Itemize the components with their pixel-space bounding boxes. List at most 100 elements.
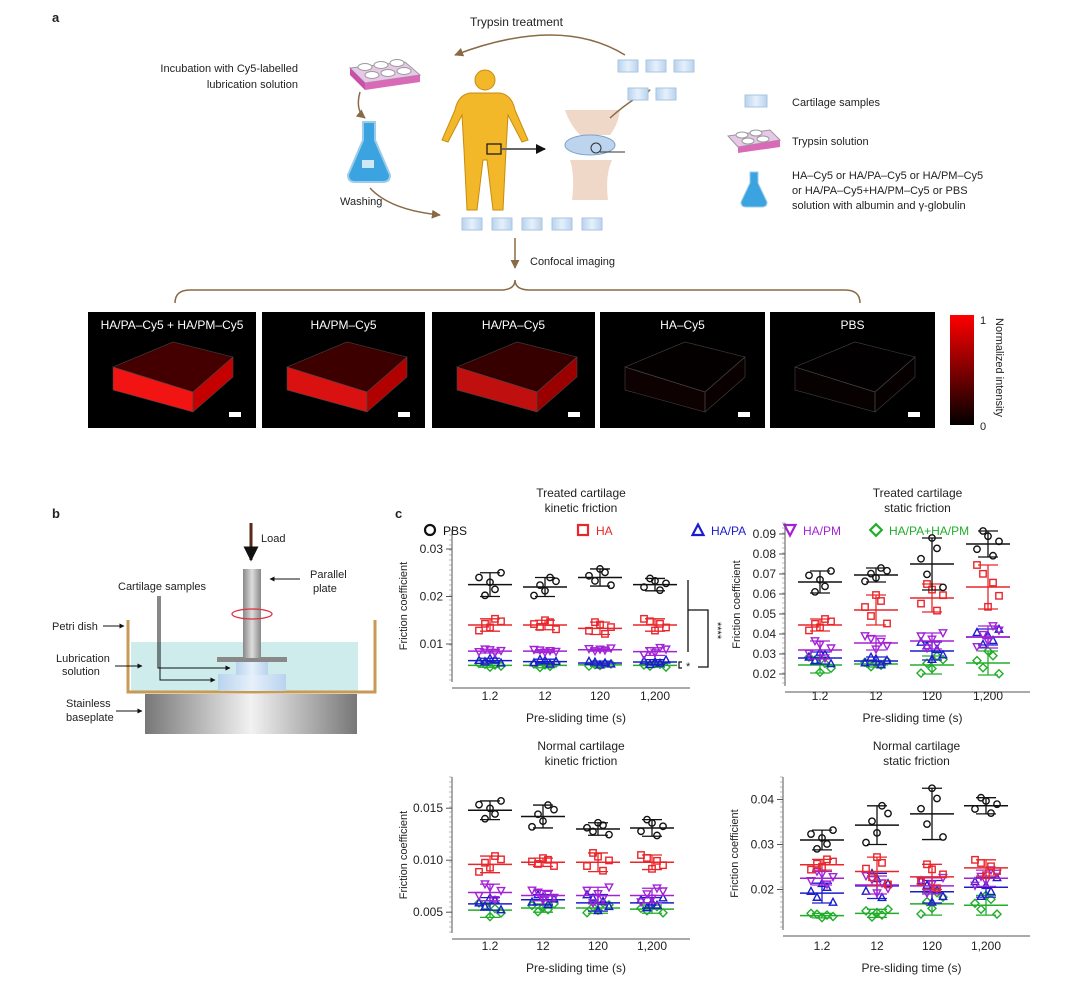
x-tick-label: 1,200 — [637, 939, 667, 953]
x-tick-label: 1,200 — [640, 689, 670, 703]
data-point-triangle-down — [549, 893, 559, 903]
data-point-circle — [607, 581, 615, 590]
parallel-plate-label-line2: plate — [313, 583, 337, 595]
x-axis-label: Pre-sliding time (s) — [526, 711, 626, 725]
incubation-label-line2: lubrication solution — [207, 79, 298, 91]
confocal-image-title: HA/PA–Cy5 + HA/PM–Cy5 — [101, 318, 244, 332]
x-tick-label: 120 — [588, 939, 608, 953]
data-point-triangle-up — [822, 881, 832, 892]
data-point-circle — [552, 577, 560, 586]
trypsin-treatment-label: Trypsin treatment — [470, 15, 564, 29]
legend-item: HA — [576, 523, 613, 538]
data-point-square — [883, 619, 891, 628]
data-point-diamond — [988, 650, 998, 661]
knee-joint-icon — [564, 110, 625, 200]
y-tick-label: 0.03 — [751, 838, 775, 852]
confocal-imaging-label: Confocal imaging — [530, 256, 615, 268]
parallel-plate — [217, 657, 287, 662]
data-point-square — [475, 867, 483, 876]
data-point-square — [917, 878, 925, 886]
legend-label: HA — [596, 524, 613, 538]
data-point-circle — [653, 831, 661, 840]
y-tick-label: 0.010 — [413, 853, 443, 867]
data-point-triangle-up — [882, 655, 892, 665]
x-tick-label: 12 — [536, 939, 550, 953]
data-point-circle — [536, 581, 544, 589]
x-tick-label: 1,200 — [971, 939, 1001, 953]
y-tick-label: 0.04 — [753, 627, 777, 641]
legend-label: HA/PA — [711, 524, 746, 538]
chart-title-line2: kinetic friction — [545, 501, 618, 515]
confocal-image: HA/PA–Cy5 — [432, 312, 595, 428]
data-point-circle — [971, 805, 979, 813]
data-point-triangle-down — [474, 891, 484, 901]
data-point-triangle-up — [986, 886, 996, 896]
data-point-square — [933, 606, 941, 615]
data-point-circle — [989, 551, 997, 560]
trypsin-plate-icon — [726, 129, 782, 153]
panel-a: a Trypsin treatment Incubation with Cy5-… — [52, 10, 1005, 433]
legend-solution-line3: solution with albumin and γ-globulin — [792, 200, 966, 212]
data-point-triangle-down — [916, 877, 926, 887]
data-point-diamond — [986, 894, 996, 905]
data-point-triangle-up — [474, 897, 484, 907]
data-point-diamond — [972, 655, 982, 666]
data-point-circle — [939, 833, 947, 841]
significance-minor: * — [686, 661, 691, 673]
data-point-diamond — [970, 898, 980, 909]
data-point-diamond — [938, 892, 948, 903]
legend-solution-line2: or HA/PA–Cy5+HA/PM–Cy5 or PBS — [792, 185, 968, 197]
x-axis-label: Pre-sliding time (s) — [862, 711, 962, 725]
data-point-square — [497, 855, 505, 864]
legend-cartilage-samples: Cartilage samples — [792, 97, 881, 109]
data-point-circle — [861, 577, 869, 586]
washing-arrow — [369, 187, 441, 219]
series-pbs — [798, 527, 1010, 596]
legend-label: HA/PA+HA/PM — [889, 524, 969, 538]
data-point-circle — [862, 838, 870, 847]
x-axis-label: Pre-sliding time (s) — [861, 961, 961, 975]
y-axis-label: Friction coefficient — [729, 809, 741, 897]
cartilage-arrow-upper — [157, 596, 231, 671]
data-point-triangle-up — [860, 657, 870, 667]
series-ha — [800, 853, 1008, 893]
brace — [174, 279, 861, 304]
data-point-triangle-up — [927, 896, 937, 906]
data-point-circle — [534, 810, 542, 819]
data-point-diamond — [804, 652, 814, 662]
scale-bar — [908, 412, 920, 417]
data-point-circle — [923, 820, 931, 829]
data-point-circle — [807, 830, 815, 838]
series-ha-pa-ha-pm — [800, 887, 1008, 923]
trypsin-arrow — [454, 34, 626, 57]
data-point-triangle-up — [804, 651, 814, 661]
panel-label-c: c — [395, 506, 402, 521]
data-point-triangle-up — [877, 892, 887, 902]
y-tick-label: 0.015 — [413, 801, 443, 815]
confocal-image: HA–Cy5 — [600, 312, 765, 428]
data-point-triangle-down — [826, 644, 836, 654]
data-point-diamond — [806, 908, 816, 919]
data-point-square — [933, 884, 941, 893]
data-point-circle — [821, 582, 829, 591]
data-point-triangle-down — [994, 626, 1004, 636]
data-point-triangle-up — [588, 892, 598, 902]
data-point-circle — [868, 817, 876, 826]
data-point-diamond — [978, 662, 988, 673]
data-point-circle — [917, 804, 925, 813]
data-point-circle — [923, 570, 931, 579]
data-point-circle — [659, 822, 667, 831]
legend-marker-triangle-up — [690, 522, 706, 537]
cartilage-samples-group — [617, 59, 695, 101]
series-pbs — [800, 784, 1008, 853]
x-tick-label: 1,200 — [973, 689, 1003, 703]
series-ha-pa — [800, 868, 1008, 906]
y-tick-label: 0.03 — [753, 647, 777, 661]
data-point-circle — [637, 827, 645, 836]
y-tick-label: 0.005 — [413, 905, 443, 919]
x-tick-label: 1.2 — [812, 689, 829, 703]
solution-flask-icon — [740, 171, 768, 208]
confocal-image-title: PBS — [840, 318, 864, 332]
confocal-image-title: HA–Cy5 — [660, 318, 705, 332]
